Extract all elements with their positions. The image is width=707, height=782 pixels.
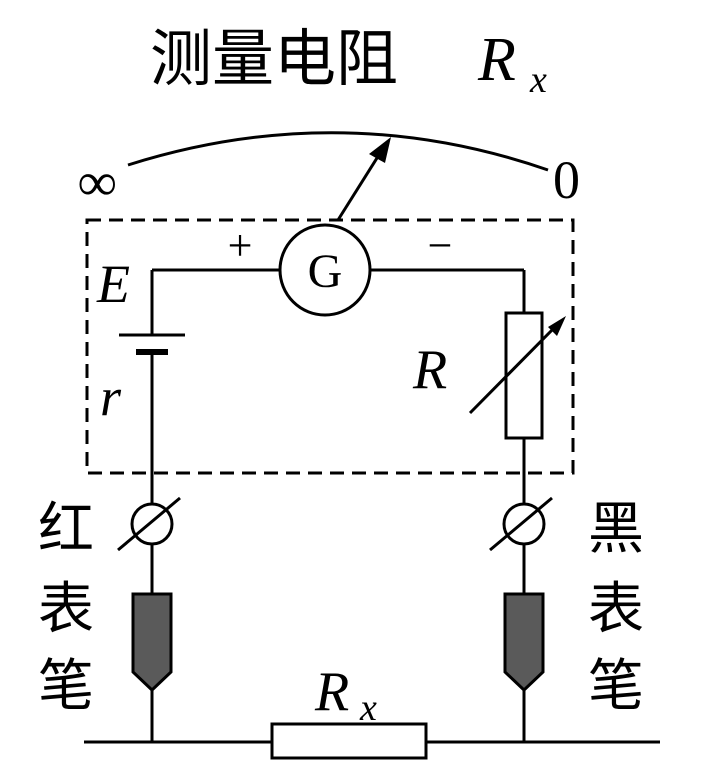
galvanometer (278, 223, 372, 317)
minus-sign: − (428, 221, 453, 270)
title-text: 测量电阻 (150, 22, 398, 95)
black-probe (503, 592, 545, 693)
zero-mark: 0 (553, 150, 580, 210)
black-probe-label-3: 笔 (588, 654, 644, 719)
emf-label: E (96, 254, 130, 314)
red-probe-label-3: 笔 (38, 654, 94, 719)
red-probe-label-2: 表 (38, 577, 94, 642)
scale-arc (127, 131, 549, 172)
rheostat-label: R (412, 339, 447, 401)
external-resistor-subscript: x (359, 687, 377, 729)
pointer-arrowhead (369, 137, 391, 163)
rheostat-arrow (468, 324, 558, 415)
infinity-mark: ∞ (78, 152, 117, 212)
external-resistor-symbol: R (314, 661, 349, 723)
red-probe-label-1: 红 (38, 497, 94, 562)
black-terminal-slash (489, 496, 553, 552)
plus-sign: + (228, 221, 253, 270)
black-probe-label-1: 黑 (588, 497, 644, 562)
red-probe (131, 592, 173, 693)
title-subscript: x (529, 59, 547, 101)
external-resistor (270, 722, 428, 760)
rheostat (504, 311, 544, 440)
red-terminal-slash (117, 496, 181, 552)
rheostat-arrowhead (548, 316, 566, 336)
meter-pointer (336, 149, 384, 221)
meter-housing (85, 218, 575, 475)
title-symbol: R (477, 26, 516, 94)
internal-resistance-label: r (100, 367, 122, 427)
galvanometer-label: G (308, 245, 343, 298)
black-probe-label-2: 表 (588, 577, 644, 642)
